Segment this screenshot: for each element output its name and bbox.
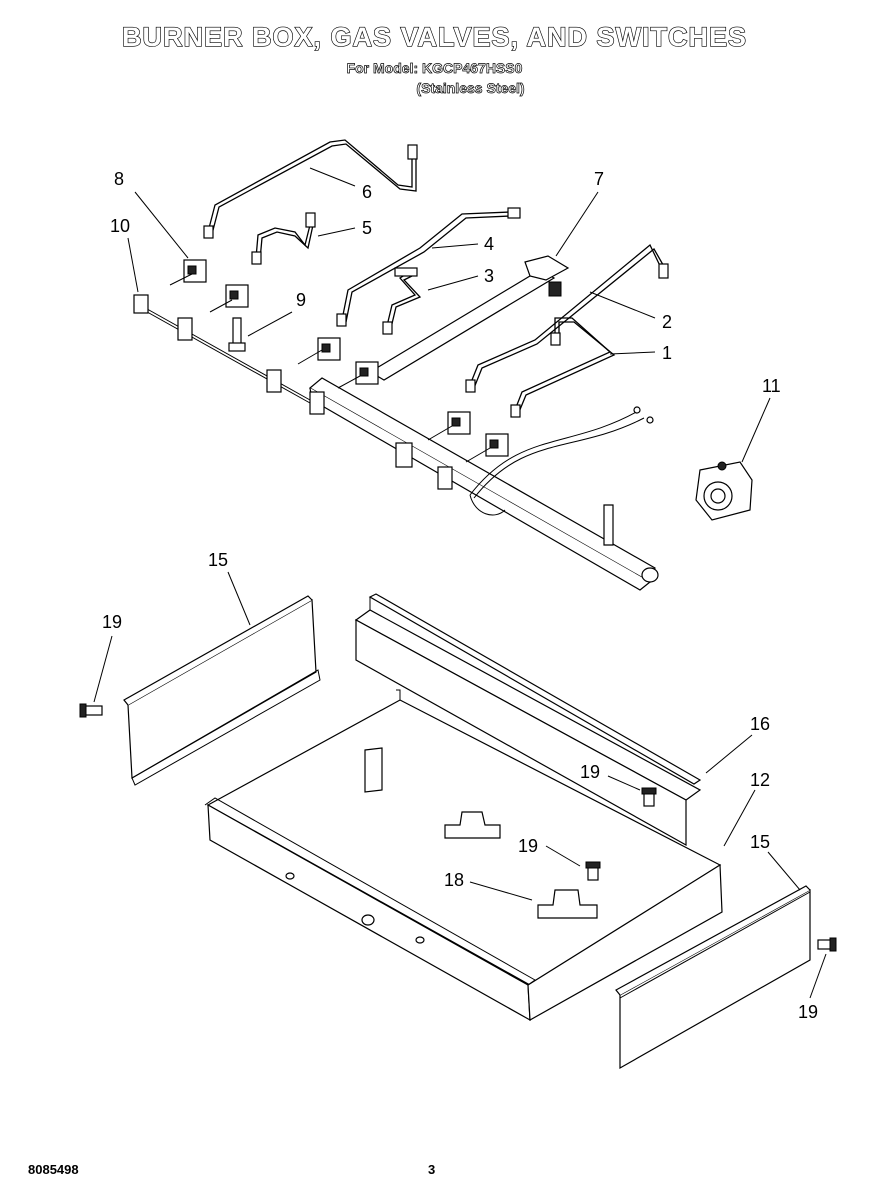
callout-6: 6	[362, 182, 372, 202]
side-panel-right	[615, 885, 811, 1070]
side-panel-left	[123, 595, 321, 786]
gas-tube-5	[251, 212, 316, 265]
callout-3: 3	[484, 266, 494, 286]
finish-line: (Stainless Steel)	[416, 80, 525, 97]
page-number: 3	[428, 1162, 436, 1177]
gas-valve	[465, 433, 509, 463]
callout-2: 2	[662, 312, 672, 332]
gas-valve	[209, 284, 249, 313]
callout-11: 11	[762, 376, 781, 396]
callout-8: 8	[114, 169, 124, 189]
callout-16: 16	[750, 714, 770, 734]
callout-15: 15	[208, 550, 228, 570]
document-number: 8085498	[28, 1162, 79, 1177]
bracket-18b	[537, 889, 598, 919]
manifold-pipe	[368, 255, 570, 381]
callout-15: 15	[750, 832, 770, 852]
manifold-rail	[308, 377, 659, 591]
callout-5: 5	[362, 218, 372, 238]
gas-tube-2	[465, 243, 669, 393]
screw-9	[228, 317, 246, 352]
switch-harness	[133, 294, 453, 490]
callout-19: 19	[102, 612, 122, 632]
model-line: For Model: KGCP467HSS0	[346, 60, 523, 77]
callout-7: 7	[594, 169, 604, 189]
callout-4: 4	[484, 234, 494, 254]
callout-10: 10	[110, 216, 130, 236]
back-panel	[354, 593, 702, 847]
gas-valve-8	[169, 259, 207, 286]
leader-lines	[93, 167, 827, 999]
callout-9: 9	[296, 290, 306, 310]
callout-1: 1	[662, 343, 672, 363]
gas-tube-4	[336, 207, 521, 327]
gas-valve	[297, 337, 341, 365]
callout-19: 19	[798, 1002, 818, 1022]
screw-19	[585, 861, 601, 881]
gas-tube-1	[510, 317, 616, 418]
callout-19: 19	[518, 836, 538, 856]
burner-box-tray	[204, 689, 723, 1022]
callout-19: 19	[580, 762, 600, 782]
callout-18: 18	[444, 870, 464, 890]
bracket-18a	[444, 811, 501, 839]
gas-tube-6	[203, 139, 418, 239]
pressure-regulator	[695, 461, 753, 521]
gas-tube-3	[382, 267, 422, 335]
callout-labels: 8 10 9 6 5 4 3 7 2 1 11 15 19 16 19 12 1…	[102, 169, 818, 1022]
screw-19-left	[79, 703, 103, 718]
page-title: BURNER BOX, GAS VALVES, AND SWITCHES	[121, 21, 748, 52]
screw-19	[641, 787, 657, 807]
screw-19-right	[817, 937, 837, 952]
gas-valve	[337, 361, 379, 389]
gas-valve	[427, 411, 471, 441]
wire-harness	[469, 406, 654, 516]
callout-12: 12	[750, 770, 770, 790]
